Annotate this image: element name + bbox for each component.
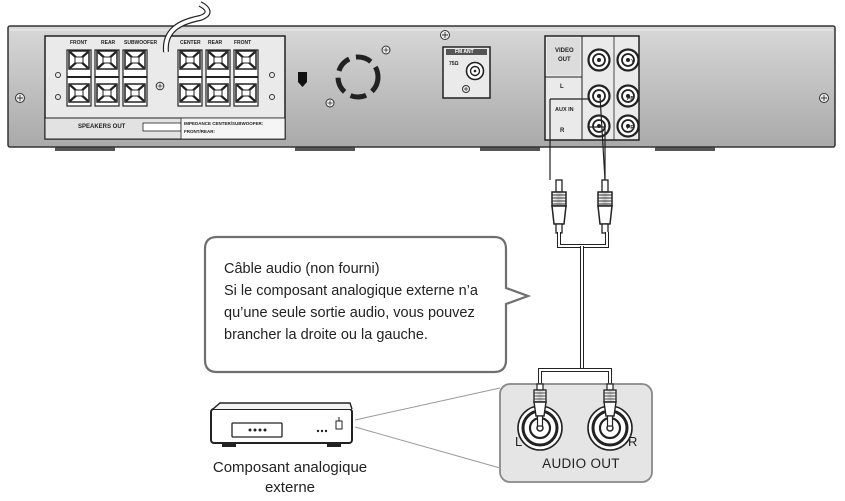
component-pr-jack [616, 114, 640, 138]
video-out-label-2: OUT [558, 57, 571, 63]
fm-ohm-label: 75Ω [449, 61, 459, 67]
screw-icon [15, 93, 25, 103]
aux-l-label: L [560, 84, 564, 90]
component-pb-label: PB [627, 96, 634, 102]
speakers-out-label: SPEAKERS OUT [78, 124, 126, 130]
video-out-jack [587, 48, 611, 72]
video-out-label-1: VIDEO [555, 48, 574, 54]
external-analog-device [210, 402, 353, 447]
audio-out-panel [499, 383, 653, 483]
screw-icon [440, 30, 450, 40]
receiver-back-panel [7, 1, 836, 151]
audio-out-right-label: R [628, 434, 638, 449]
callout-title: Câble audio (non fourni) [224, 261, 380, 277]
component-pb-jack [616, 84, 640, 108]
speaker-terminal [205, 49, 231, 107]
impedance-label-1: IMPEDANCE CENTER/SUBWOOFER: [184, 121, 264, 126]
fm-antenna-jack [442, 46, 491, 99]
speaker-terminal [122, 49, 148, 107]
caption-line: externe [264, 479, 316, 496]
speaker-label-rear-right: REAR [208, 40, 223, 46]
component-y-label: Y [631, 59, 635, 65]
callout-bubble [203, 235, 532, 374]
rca-plug [597, 179, 613, 234]
rca-plug [533, 383, 547, 427]
screw-icon [819, 93, 829, 103]
speaker-label-front-left: FRONT [70, 40, 88, 46]
speaker-label-front-right: FRONT [234, 40, 252, 46]
audio-out-title: AUDIO OUT [542, 456, 620, 471]
aux-in-label: AUX IN [555, 107, 574, 113]
speaker-terminal [233, 49, 259, 107]
audio-out-jack [517, 405, 563, 451]
cooling-fan-icon [325, 45, 391, 108]
component-y-jack [616, 48, 640, 72]
speaker-label-rear-left: REAR [101, 40, 116, 46]
power-socket-icon [298, 72, 307, 87]
rca-audio-cable [538, 95, 613, 384]
audio-out-left-label: L [515, 434, 523, 449]
impedance-label-2: FRONT/REAR: [184, 129, 215, 134]
speaker-terminal [66, 49, 92, 107]
speaker-terminal-block [44, 35, 286, 140]
callout-text: Câble audio (non fourni) Si le composant… [224, 258, 514, 346]
speaker-terminal [94, 49, 120, 107]
component-pr-label: PR [627, 125, 634, 131]
rca-plug [603, 383, 617, 427]
aux-in-right-jack [587, 114, 611, 138]
speaker-label-center: CENTER [180, 40, 201, 46]
caption-line: Composant analogique [212, 459, 368, 476]
fm-ant-label: FM ANT [455, 49, 474, 55]
aux-r-label: R [560, 128, 565, 134]
aux-in-left-jack [587, 84, 611, 108]
callout-line: qu’une seule sortie audio, vous pouvez [224, 305, 475, 321]
rca-plug [551, 179, 567, 234]
speaker-label-subwoofer: SUBWOOFER [124, 40, 158, 46]
audio-out-jack [587, 405, 633, 451]
callout-line: Si le composant analogique externe n’a [224, 283, 478, 299]
external-device-caption: Composant analogique externe [190, 458, 390, 498]
speaker-terminal [177, 49, 203, 107]
callout-line: brancher la droite ou la gauche. [224, 327, 428, 343]
